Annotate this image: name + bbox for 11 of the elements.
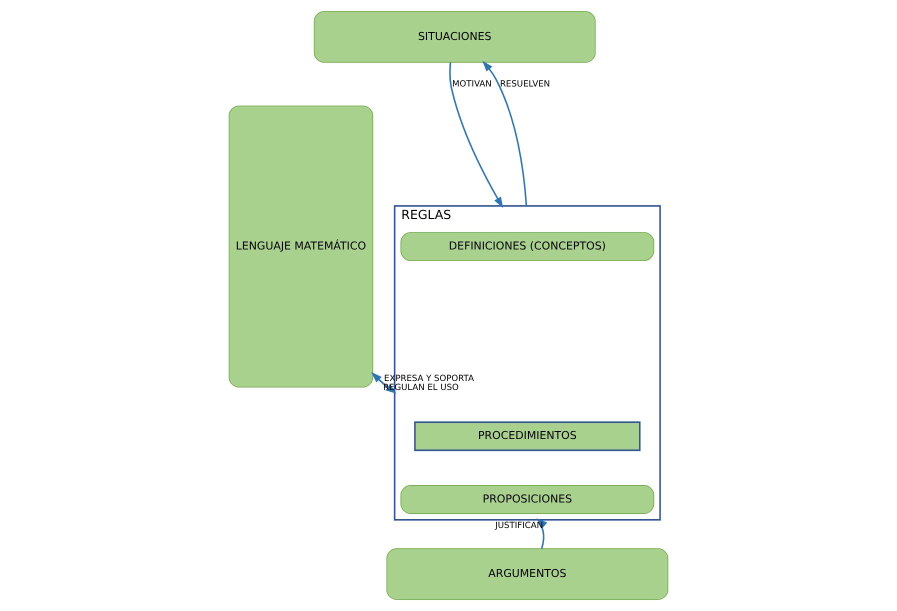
node-box: PROCEDIMIENTOS [414,421,641,452]
node-box: SITUACIONES [314,11,596,63]
node-box: LENGUAJE MATEMÁTICO [228,106,374,388]
arrow [371,372,395,390]
node-box: DEFINICIONES (CONCEPTOS) [400,232,654,261]
node-box: PROPOSICIONES [400,485,654,514]
arrow [449,62,504,208]
arrow [482,60,528,206]
node-box: ARGUMENTOS [386,548,668,600]
edge-label: MOTIVAN [452,79,492,90]
edge-label: RESUELVEN [500,79,550,90]
